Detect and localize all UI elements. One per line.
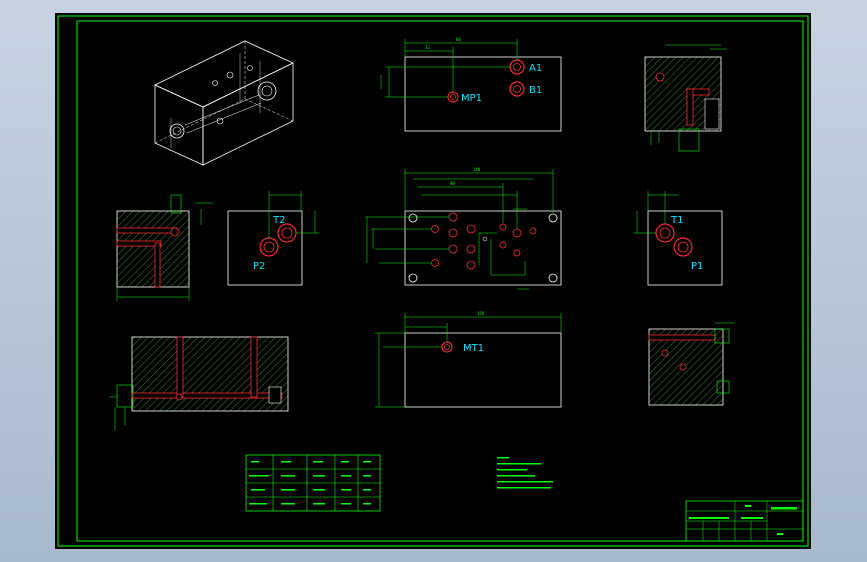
top-view: 80 32 A1 B1 MP1 [380,37,562,132]
label-t2: T2 [272,215,285,226]
drawing-svg: 80 32 A1 B1 MP1 [57,15,809,547]
data-table [245,454,381,512]
technical-notes [497,457,553,489]
inner-border [76,20,804,542]
svg-text:156: 156 [477,311,485,316]
outer-border [57,15,809,547]
svg-text:148: 148 [473,167,481,172]
svg-text:80: 80 [456,37,461,42]
t1-p1-view: T1 P1 [633,191,723,286]
label-a1: A1 [529,63,542,74]
svg-text:32: 32 [425,45,430,50]
left-section [116,194,213,301]
top-right-section [644,44,727,152]
bottom-left-section [109,336,289,431]
drawing-canvas[interactable]: 80 32 A1 B1 MP1 [55,13,811,549]
front-view: 148 90 [365,167,562,290]
bottom-right-section [648,322,735,406]
title-block [685,500,804,542]
svg-text:90: 90 [450,181,455,186]
label-mt1: MT1 [463,343,484,354]
label-t1: T1 [670,215,683,226]
label-p1: P1 [691,261,703,272]
label-b1: B1 [529,85,542,96]
isometric-view [154,40,294,166]
label-mp1: MP1 [461,93,482,104]
label-p2: P2 [253,261,265,272]
mt1-view: 156 MT1 [375,311,562,408]
t2-p2-view: T2 P2 [227,191,319,286]
